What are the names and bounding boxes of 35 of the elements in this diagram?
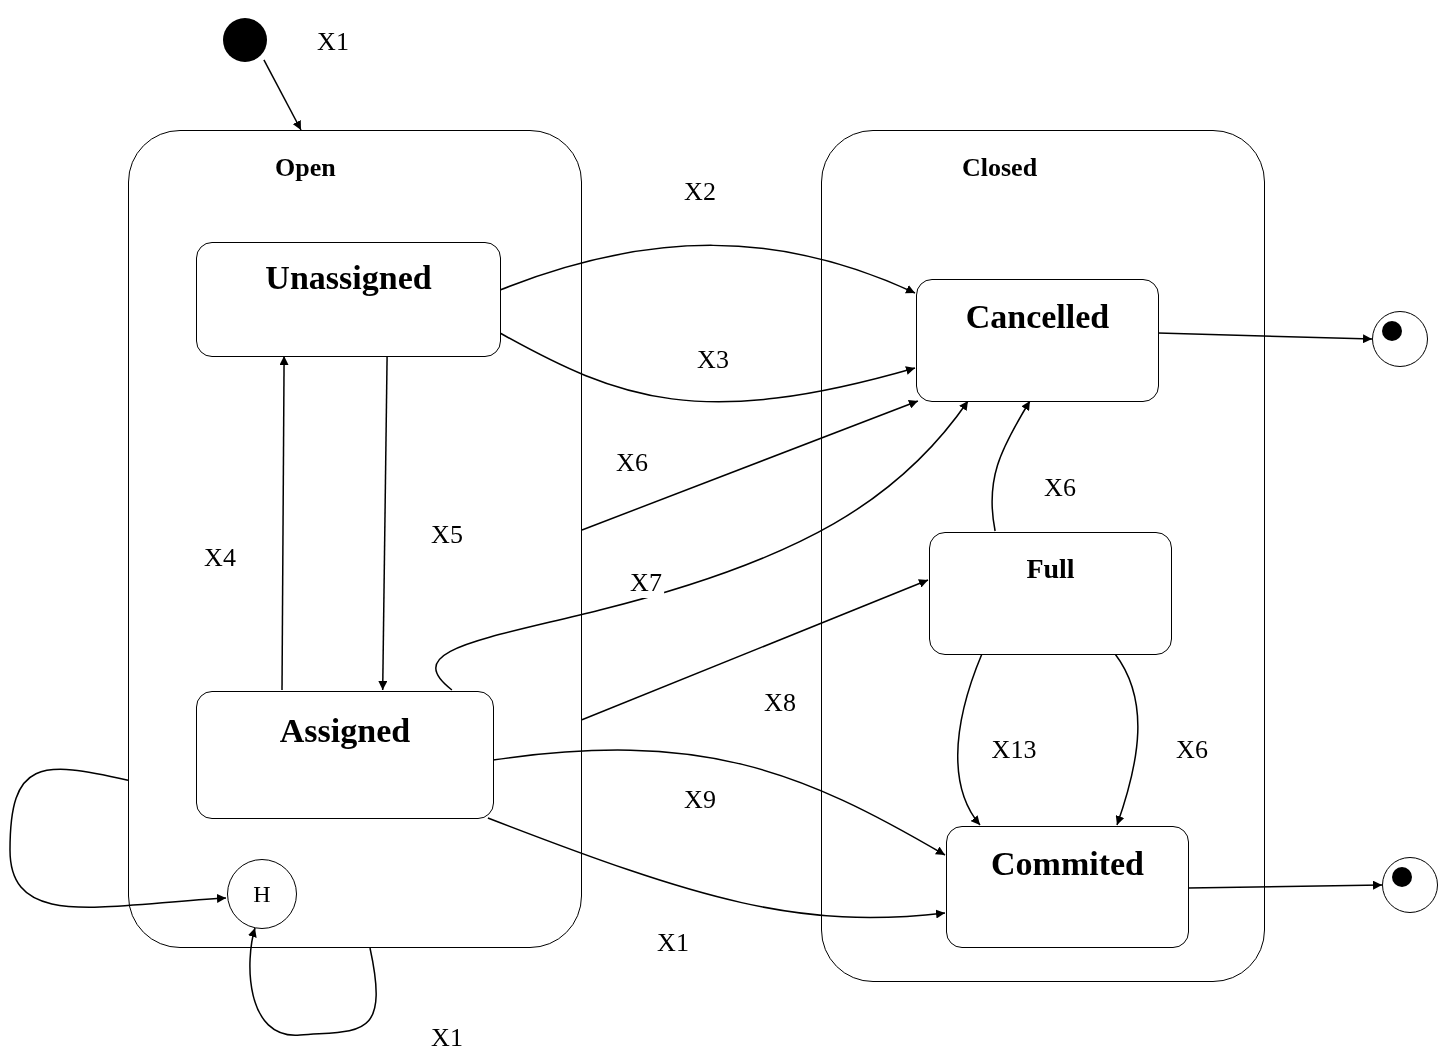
state-name: Full [1026, 553, 1075, 585]
transition-arrow [581, 400, 919, 531]
composite-state-name: Closed [962, 153, 1038, 183]
state-name: Cancelled [965, 298, 1110, 336]
composite-state-name: Open [275, 153, 336, 183]
transition-arrow [499, 244, 916, 294]
transition-arrow [581, 579, 929, 721]
transition-arrow [487, 817, 946, 919]
transition-arrow [1114, 653, 1139, 826]
transition-arrow [1157, 332, 1373, 344]
transition-arrow [499, 332, 916, 403]
state-box [196, 242, 501, 357]
state-box [196, 691, 494, 819]
final-state-icon [1382, 857, 1438, 913]
final-state-icon [1372, 311, 1428, 367]
state-name: Assigned [279, 712, 411, 750]
state-name: Commited [991, 845, 1144, 883]
transition-arrow [378, 355, 388, 691]
state-box [929, 532, 1172, 655]
history-label: H [253, 880, 271, 908]
composite-state [128, 130, 582, 948]
transition-arrow [248, 927, 377, 1036]
transition-arrow [957, 653, 983, 826]
composite-state [821, 130, 1265, 982]
transition-arrow [991, 400, 1031, 532]
state-box [916, 279, 1159, 402]
transition-arrow [435, 400, 969, 691]
transition-arrow [9, 768, 227, 908]
transition-arrow [279, 355, 289, 691]
initial-state-dot [223, 18, 267, 62]
transition-arrow [263, 59, 302, 131]
transition-arrow [1187, 880, 1383, 890]
transition-arrow [492, 749, 946, 856]
state-name: Unassigned [265, 259, 432, 297]
state-box [946, 826, 1189, 948]
